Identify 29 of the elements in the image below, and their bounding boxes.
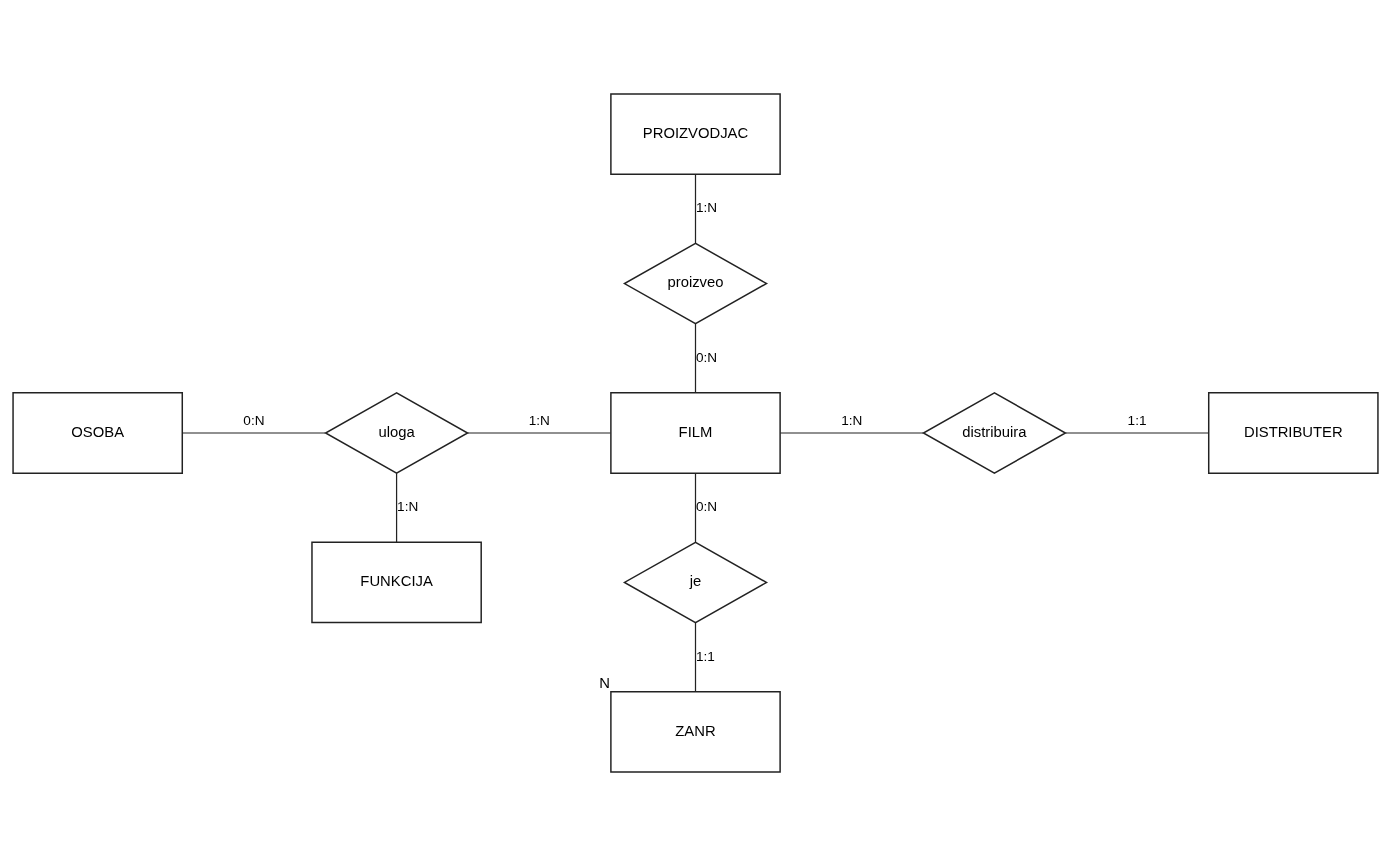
node-box: FUNKCIJA xyxy=(311,541,482,624)
connector xyxy=(181,432,326,434)
connector xyxy=(694,472,697,543)
connector xyxy=(694,622,697,693)
node-diamond: distribuira xyxy=(921,392,1067,474)
node-diamond: proizveo xyxy=(622,242,769,325)
edge-label: 1:N xyxy=(696,200,718,216)
node-label: N xyxy=(599,674,611,691)
node-diamond: uloga xyxy=(324,392,470,474)
edge-label: 0:N xyxy=(696,499,718,515)
edge-label: 0:N xyxy=(696,349,718,365)
edge-label: 1:1 xyxy=(1127,413,1147,429)
node-box: OSOBA xyxy=(12,392,183,474)
node-box: FILM xyxy=(610,392,781,474)
node-diamond: je xyxy=(622,541,769,624)
node-box: ZANR xyxy=(610,691,781,773)
connector xyxy=(1065,432,1209,434)
connector xyxy=(779,432,924,434)
edge-label: 1:N xyxy=(397,499,419,515)
connector xyxy=(694,173,697,244)
edge-label: 1:N xyxy=(841,413,863,429)
connector xyxy=(395,472,398,543)
node-box: DISTRIBUTER xyxy=(1208,392,1379,474)
edge-label: 1:N xyxy=(528,413,550,429)
connector xyxy=(467,432,612,434)
connector xyxy=(694,323,697,394)
edge-label: 1:1 xyxy=(695,648,715,664)
edge-label: 0:N xyxy=(243,413,265,429)
node-box: PROIZVODJAC xyxy=(610,93,781,175)
